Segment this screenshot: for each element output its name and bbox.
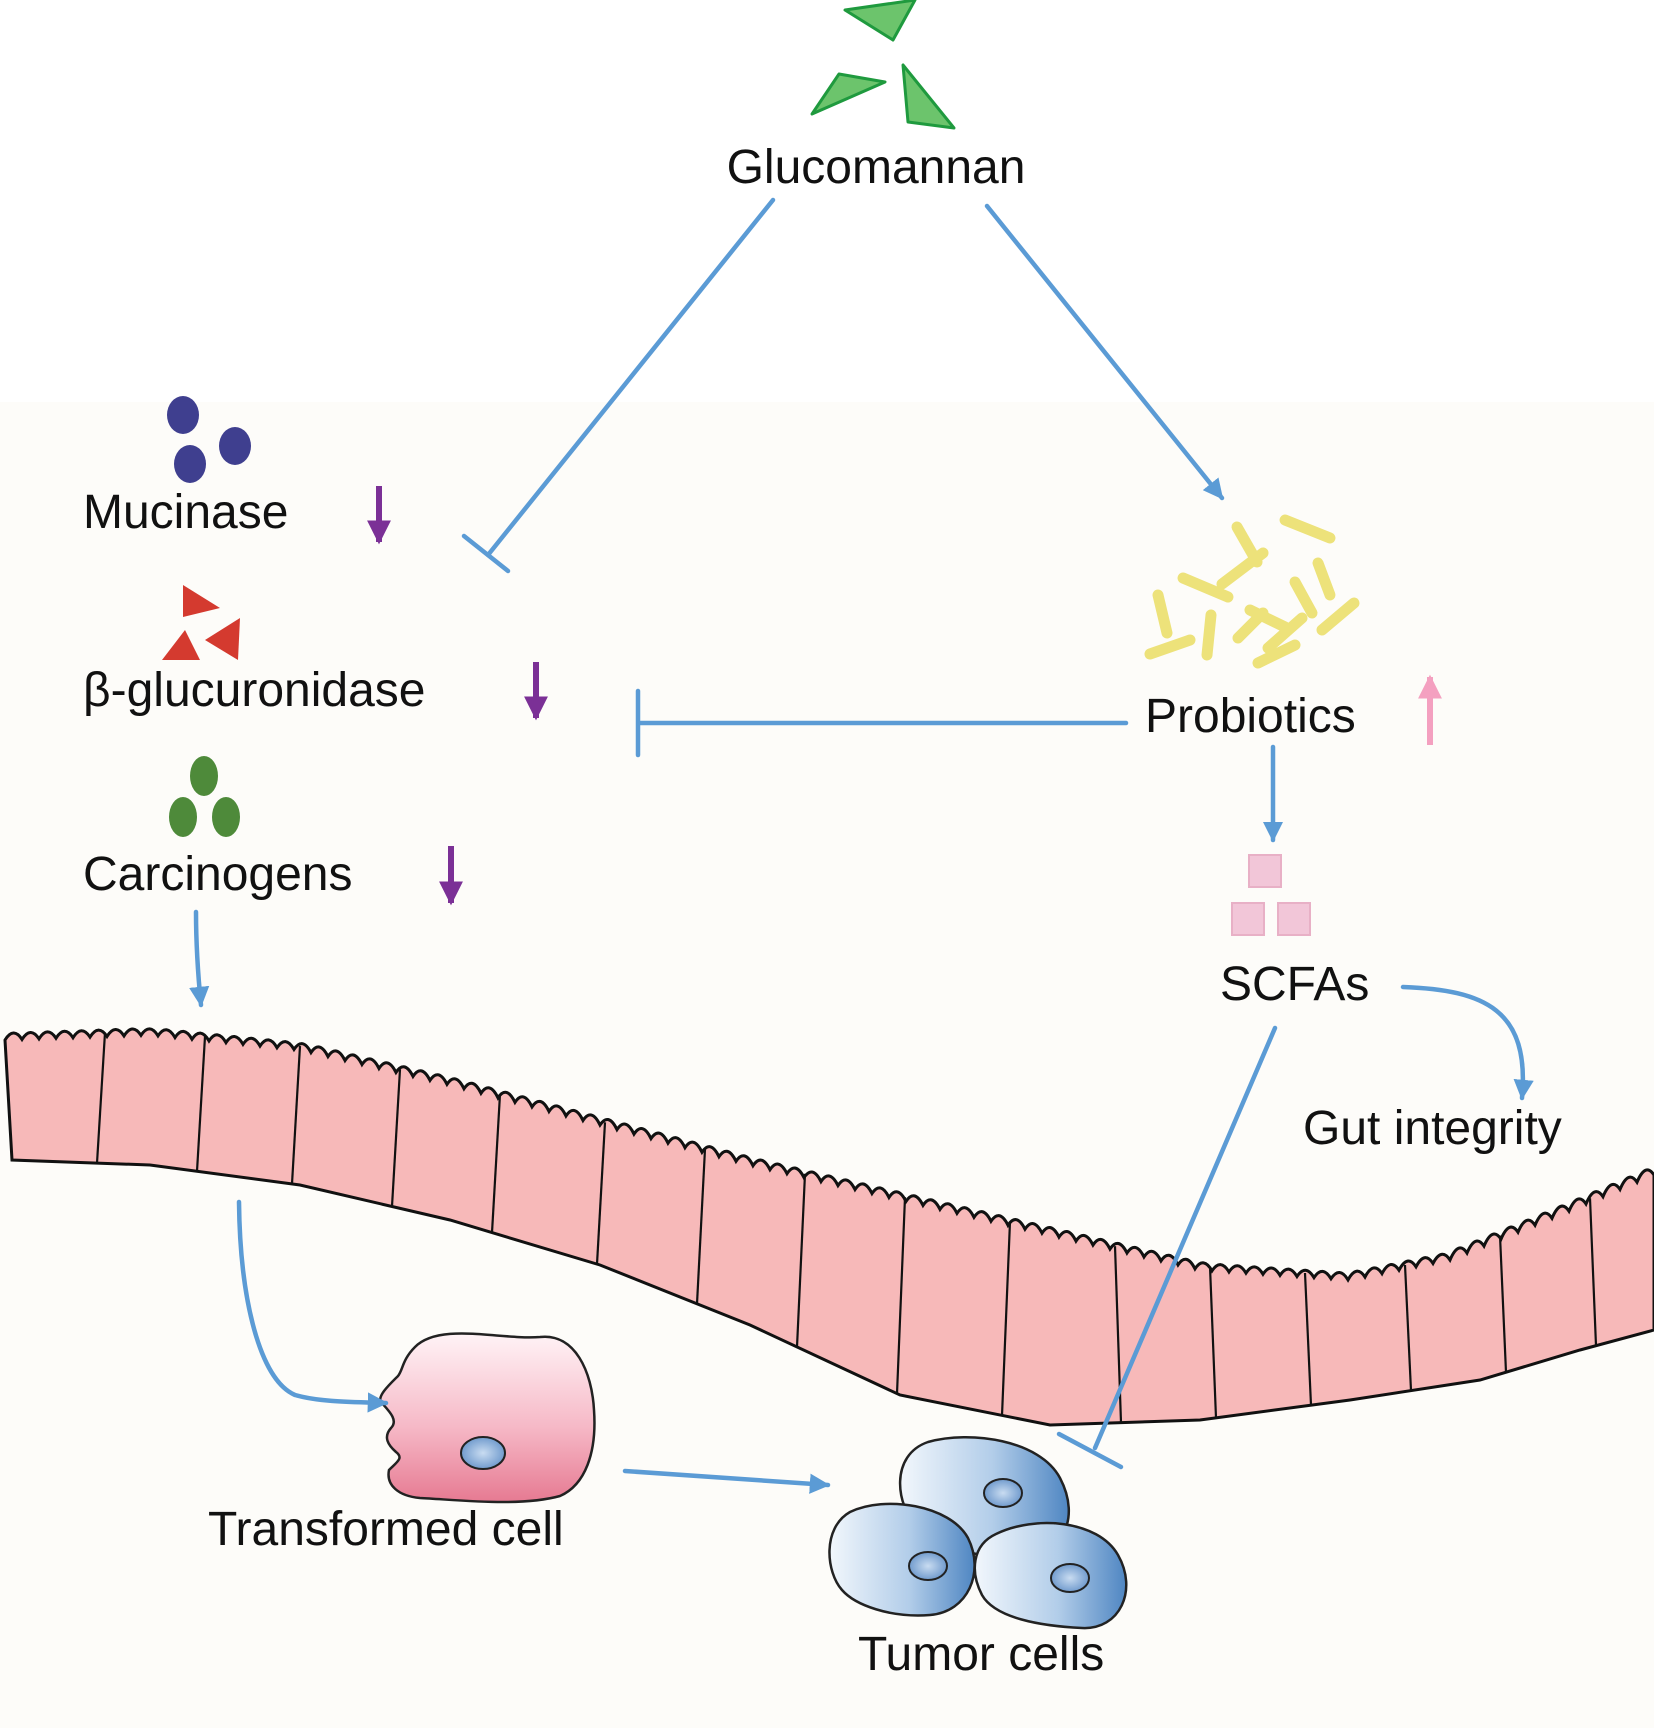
epithelial-cell-wall bbox=[1000, 1221, 1012, 1416]
scfas-icon bbox=[1231, 854, 1311, 936]
tumor-cells-label: Tumor cells bbox=[858, 1628, 1104, 1681]
glucomannan-inhibits-enzymes-connector bbox=[485, 197, 776, 558]
glucuronidase-icon bbox=[162, 585, 240, 660]
epithelial-cell-wall bbox=[795, 1173, 807, 1347]
mucinase-label: Mucinase bbox=[83, 486, 288, 539]
intestinal-epithelium bbox=[3, 1027, 1654, 1427]
epithelial-cell-wall bbox=[695, 1148, 707, 1304]
epithelial-cell-wall bbox=[1403, 1264, 1413, 1391]
transformed-cell-label: Transformed cell bbox=[208, 1503, 564, 1556]
epithelial-cell-wall bbox=[1303, 1272, 1313, 1406]
scfas-inhibit-tumor-connector bbox=[1092, 1025, 1278, 1451]
carcinogens-to-epithelium-connector bbox=[189, 909, 210, 1008]
epithelial-cell-wall bbox=[95, 1032, 107, 1164]
epithelial-cell-wall bbox=[595, 1122, 607, 1265]
epithelium-to-transformed-connector bbox=[236, 1199, 389, 1413]
epithelial-cell-wall bbox=[1498, 1235, 1508, 1373]
epithelial-cell-wall bbox=[290, 1045, 302, 1184]
epithelial-cell-wall bbox=[1208, 1266, 1218, 1418]
gut-integrity-label: Gut integrity bbox=[1303, 1102, 1562, 1155]
scfas-label: SCFAs bbox=[1220, 958, 1369, 1011]
carcinogens-icon bbox=[169, 756, 240, 837]
scfas-to-gut-integrity-connector bbox=[1400, 984, 1534, 1101]
carcinogens-label: Carcinogens bbox=[83, 848, 352, 901]
epithelial-cell-wall bbox=[895, 1197, 907, 1394]
epithelial-cell-wall bbox=[1588, 1198, 1598, 1346]
transformed-to-tumor-connector bbox=[622, 1468, 831, 1494]
glucomannan-promotes-probiotics-connector bbox=[984, 203, 1225, 501]
inhibition-bar-tumor bbox=[1056, 1431, 1124, 1470]
beta-glucuronidase-label: β-glucuronidase bbox=[83, 664, 425, 717]
glucomannan-icon bbox=[810, 0, 956, 130]
epithelial-cell-wall bbox=[390, 1069, 402, 1207]
tumor-cells-icon bbox=[828, 1436, 1128, 1630]
inhibition-bar-enzymes bbox=[461, 533, 511, 574]
probiotics-label: Probiotics bbox=[1145, 690, 1356, 743]
probiotics-icon bbox=[1144, 514, 1360, 669]
mucinase-icon bbox=[167, 396, 251, 483]
transformed-cell-icon bbox=[379, 1332, 596, 1504]
epithelial-cell-wall bbox=[195, 1036, 207, 1172]
glucomannan-label: Glucomannan bbox=[727, 141, 1026, 194]
epithelial-cell-wall bbox=[490, 1094, 502, 1233]
